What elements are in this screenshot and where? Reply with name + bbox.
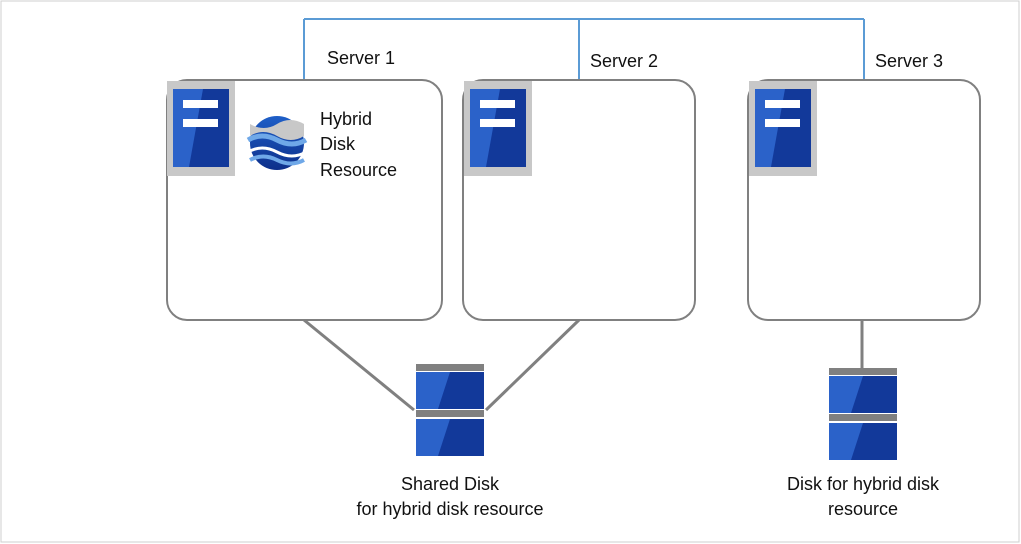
server-1-box — [166, 79, 443, 321]
disk-icon — [829, 368, 897, 460]
server-icon — [167, 81, 235, 176]
connector-server-2-shared-disk — [484, 318, 581, 412]
resource-label-line-2: Disk — [320, 134, 355, 154]
resource-label-line-3: Resource — [320, 160, 398, 180]
server-icon — [749, 81, 817, 176]
disk-icon — [416, 364, 484, 456]
disk-connectors — [303, 318, 864, 412]
hybrid-disk-resource-icon — [246, 116, 308, 170]
local-disk-label-line-2: resource — [827, 499, 899, 519]
resource-label-line-1: Hybrid — [320, 109, 373, 129]
shared-disk-label-line-1: Shared Disk — [400, 474, 500, 494]
connector-server-1-shared-disk — [303, 318, 415, 412]
local-disk-label-line-1: Disk for hybrid disk — [786, 474, 940, 494]
server-2-label: Server 2 — [590, 51, 659, 71]
server-3-label: Server 3 — [875, 51, 944, 71]
shared-disk-label-line-2: for hybrid disk resource — [356, 499, 544, 519]
server-1-label: Server 1 — [327, 48, 396, 68]
server-icon — [464, 81, 532, 176]
network-lines — [303, 18, 865, 80]
